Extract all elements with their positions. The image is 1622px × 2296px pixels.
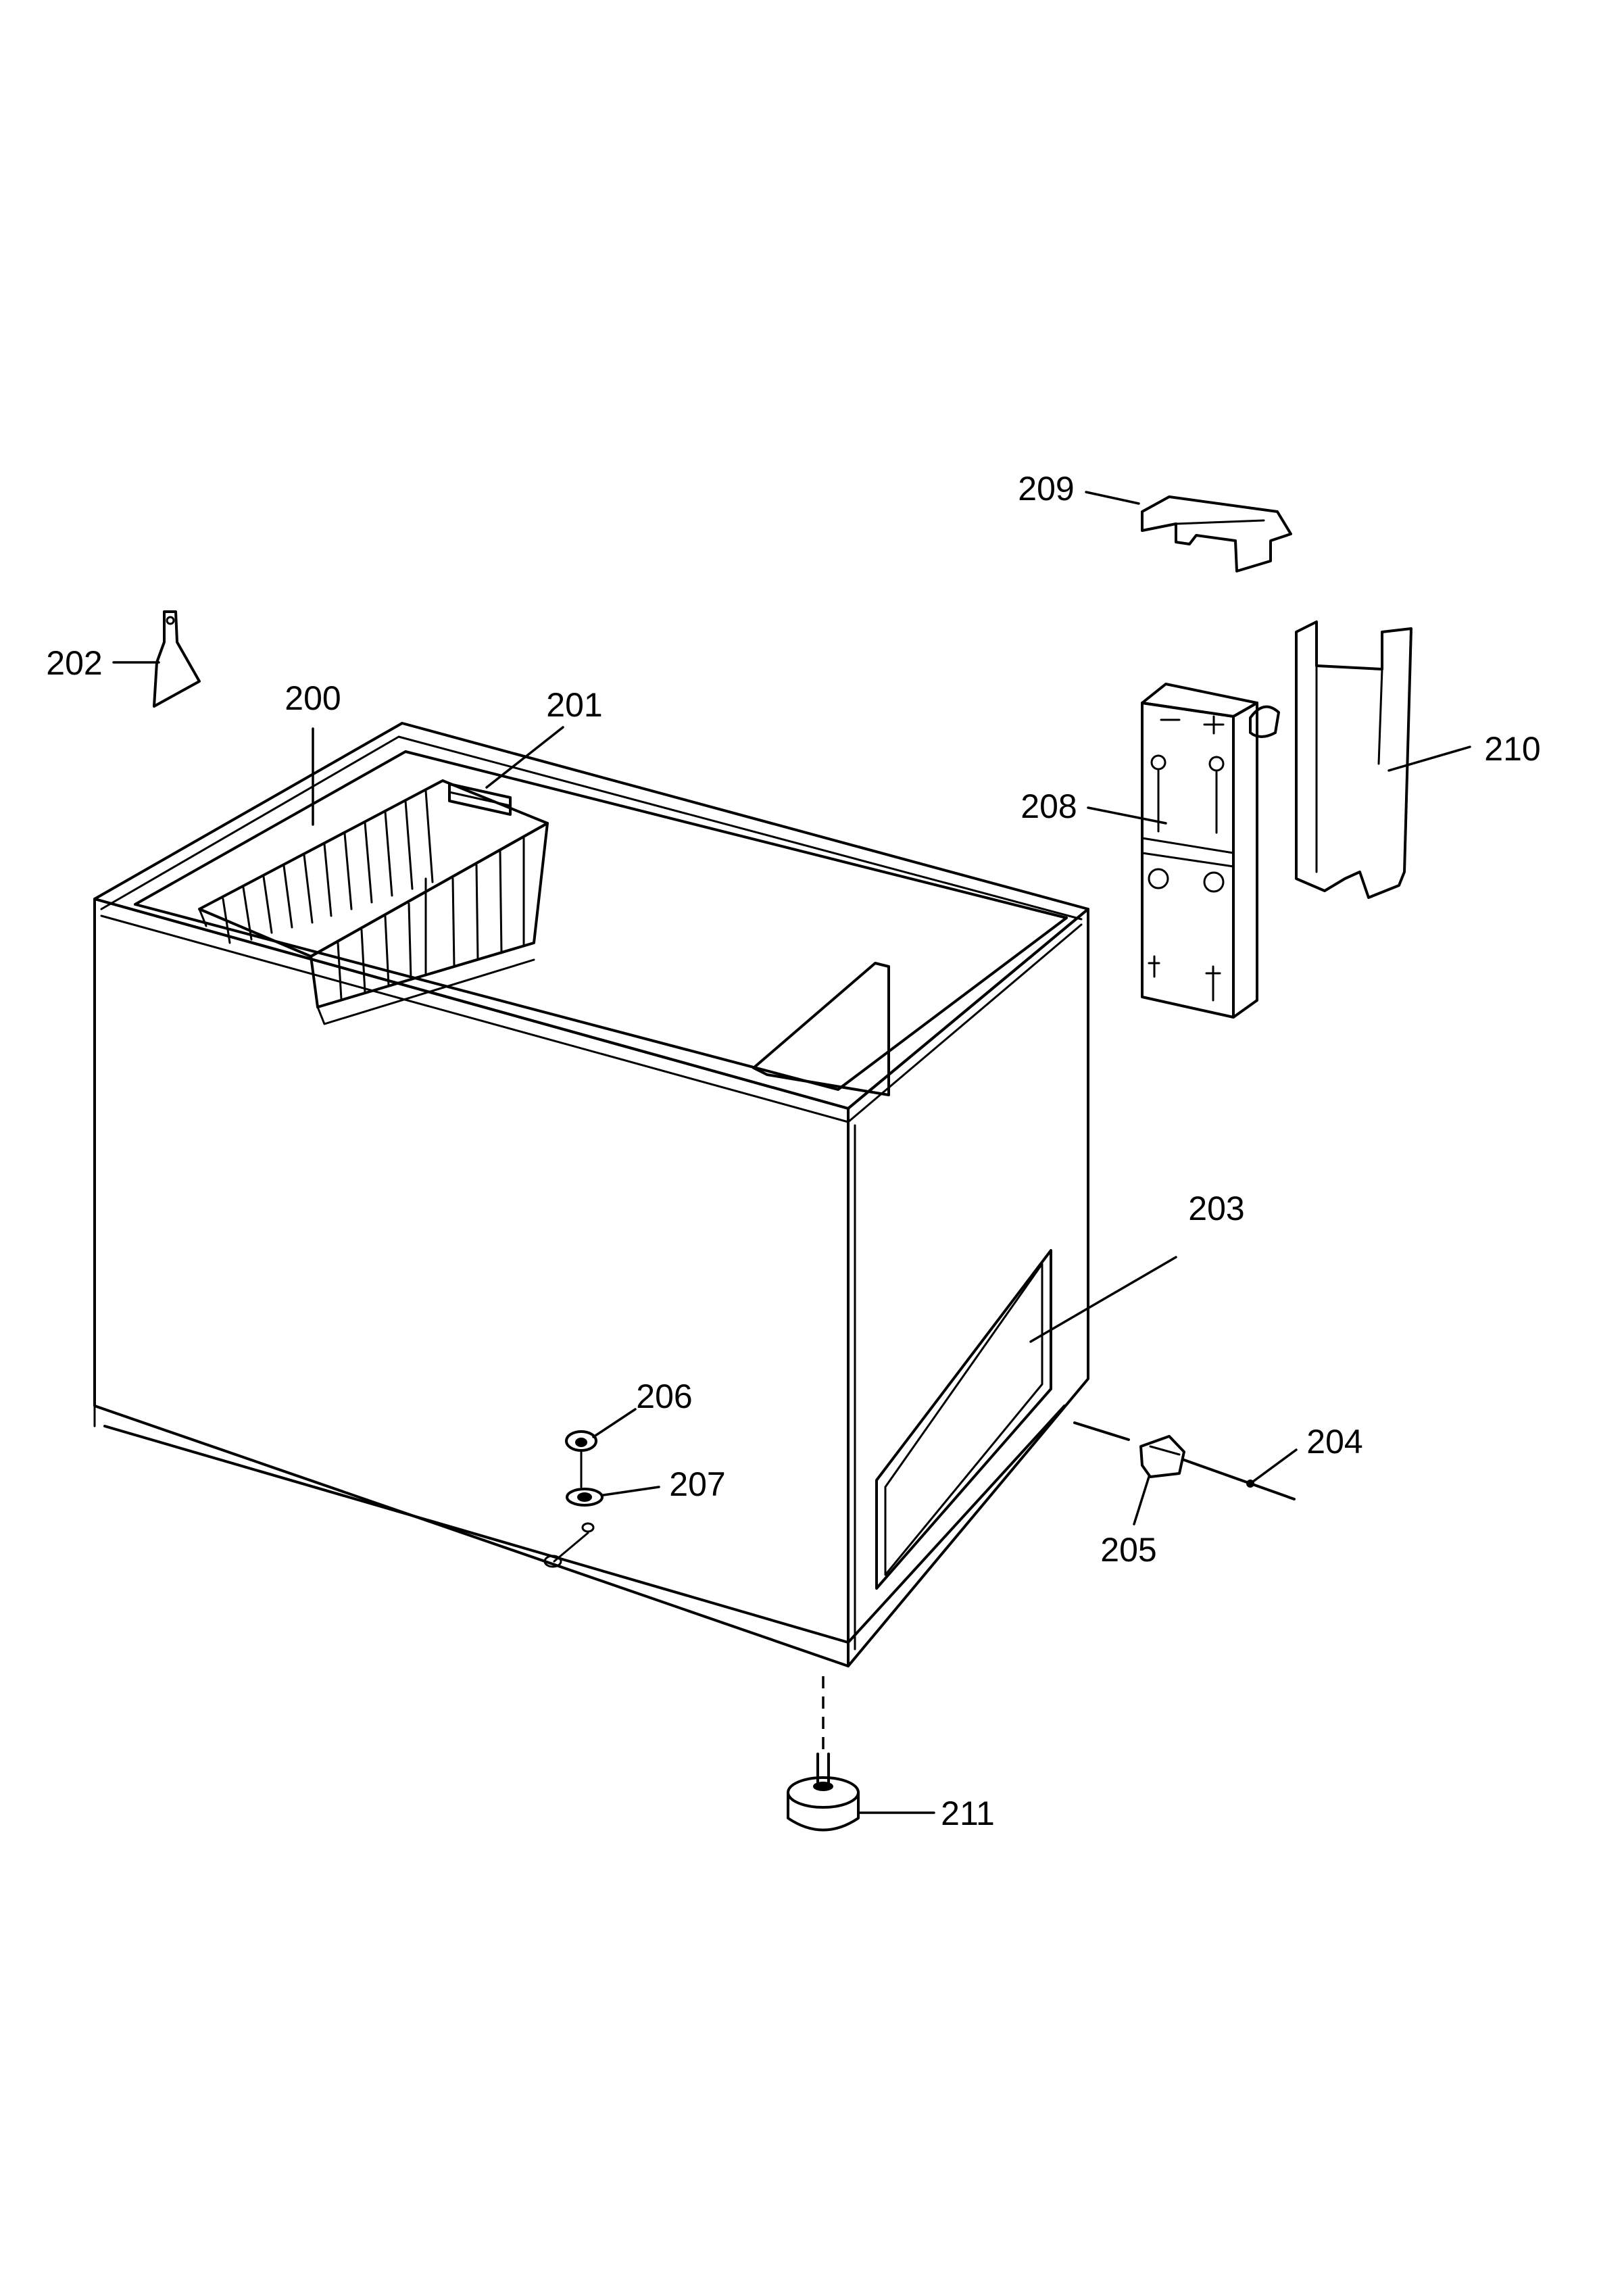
callout-labels: 200 201 202 203 204 205 206 207 208 209 …: [46, 470, 1540, 1832]
callout-204: 204: [1306, 1423, 1362, 1461]
basket-top-frame: [198, 779, 549, 958]
control-bracket-top: [1141, 683, 1258, 718]
control-housing: [448, 783, 512, 816]
drain-washer: [566, 1488, 604, 1507]
control-bracket-fixtures: [1148, 715, 1225, 1002]
callout-209: 209: [1018, 470, 1074, 508]
cord-plug-edge: [1149, 1445, 1181, 1456]
control-bracket-side: [1232, 702, 1258, 1019]
callout-202: 202: [46, 644, 102, 682]
control-bracket: [1141, 683, 1280, 1019]
basket-wires: [222, 789, 525, 1000]
drain-cap: [565, 1430, 597, 1452]
side-channel: [1295, 620, 1412, 899]
cord-segment: [1073, 1421, 1130, 1441]
callout-207: 207: [669, 1465, 725, 1503]
leader-206: [592, 1408, 637, 1438]
cabinet-base-line-side: [847, 1405, 1066, 1644]
side-channel-body: [1295, 620, 1412, 899]
callout-203: 203: [1188, 1190, 1244, 1227]
basket-edge: [198, 908, 207, 927]
side-grille-frame: [875, 1249, 1052, 1590]
callout-206: 206: [636, 1377, 692, 1415]
cabinet-rim-inner-edge: [100, 735, 1083, 921]
leader-203: [1029, 1256, 1177, 1343]
side-channel-inner-2: [1377, 668, 1383, 765]
cord-plug: [1139, 1435, 1185, 1478]
wire-basket: [198, 779, 549, 1025]
ice-scraper: [153, 610, 201, 708]
leader-208: [1087, 806, 1167, 825]
cabinet-base-line-front: [103, 1425, 850, 1644]
drain-screw-axis: [553, 1532, 589, 1563]
side-grille-inner: [884, 1263, 1043, 1576]
top-cover-body: [1141, 495, 1292, 572]
cabinet-inner-divider: [752, 962, 890, 1096]
callout-201: 201: [546, 686, 602, 724]
ice-scraper-body: [153, 610, 201, 708]
basket-bottom: [316, 958, 535, 1025]
control-housing-body: [448, 783, 512, 816]
cabinet-top-rim: [93, 722, 1089, 1110]
cabinet-front-top-edge: [100, 914, 850, 1123]
ice-scraper-hole: [166, 616, 175, 625]
leader-lines: [112, 491, 1471, 1814]
top-cover-edge: [1175, 519, 1265, 525]
leader-204: [1249, 1448, 1298, 1485]
leader-201: [485, 726, 564, 789]
callout-208: 208: [1021, 787, 1077, 825]
callout-205: 205: [1100, 1531, 1156, 1569]
cabinet-side-top-edge: [847, 923, 1083, 1123]
drain-cap-center: [575, 1438, 587, 1447]
foot-base: [787, 1791, 860, 1832]
power-cord: [1073, 1421, 1296, 1500]
drain-parts: [543, 1430, 604, 1568]
callout-210: 210: [1484, 730, 1540, 768]
leveling-foot: [787, 1676, 860, 1832]
control-bracket-divider-1: [1141, 837, 1235, 854]
control-housing-line: [448, 791, 512, 807]
control-bracket-hook: [1249, 705, 1280, 738]
foot-center: [813, 1782, 833, 1791]
leader-210: [1387, 746, 1471, 772]
cabinet-top-opening: [134, 750, 1068, 1091]
control-bracket-divider-2: [1141, 852, 1235, 868]
freezer-cabinet: [93, 722, 1089, 1667]
drain-washer-hole: [577, 1492, 592, 1502]
side-grille: [875, 1249, 1052, 1590]
drain-nut: [581, 1522, 595, 1533]
callout-211: 211: [941, 1794, 995, 1832]
basket-front-face: [310, 822, 549, 1008]
leader-207: [602, 1486, 660, 1496]
cabinet-front-panel: [93, 898, 850, 1667]
top-cover: [1141, 495, 1292, 572]
cord-wire: [1183, 1459, 1296, 1500]
leader-209: [1085, 491, 1140, 505]
callout-200: 200: [285, 679, 341, 717]
drain-screw: [543, 1555, 562, 1568]
leader-205: [1133, 1475, 1150, 1525]
